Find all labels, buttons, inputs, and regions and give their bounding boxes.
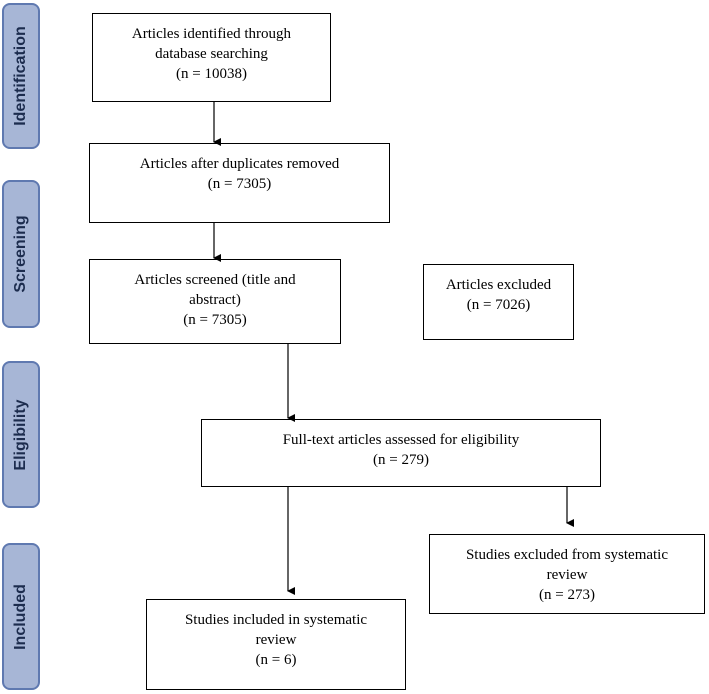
- excluded-line1: Articles excluded: [445, 277, 552, 293]
- excluded-review-count: (n = 273): [539, 587, 595, 603]
- identified-box: Articles identified through database sea…: [92, 13, 331, 102]
- full-text-line1: Full-text articles assessed for eligibil…: [282, 432, 520, 448]
- full-text-box: Full-text articles assessed for eligibil…: [201, 419, 601, 487]
- excluded-review-box: Studies excluded from systematic review …: [429, 534, 705, 614]
- stage-eligibility-tab: Eligibility: [2, 361, 40, 508]
- identified-line1: Articles identified through: [131, 26, 292, 42]
- identified-count: (n = 10038): [176, 66, 247, 82]
- full-text-count: (n = 279): [373, 452, 429, 468]
- excluded-count: (n = 7026): [466, 297, 531, 313]
- included-box: Studies included in systematic review (n…: [146, 599, 406, 690]
- stage-included-tab: Included: [2, 543, 40, 690]
- included-line1: Studies included in systematic: [184, 612, 368, 628]
- duplicates-removed-line1: Articles after duplicates removed: [139, 156, 340, 172]
- excluded-review-line1: Studies excluded from systematic: [465, 547, 669, 563]
- duplicates-removed-box: Articles after duplicates removed (n = 7…: [89, 143, 390, 223]
- stage-identification-tab: Identification: [2, 3, 40, 149]
- screened-line1: Articles screened (title and: [134, 272, 296, 288]
- excluded-box: Articles excluded (n = 7026): [423, 264, 574, 340]
- included-line2: review: [255, 632, 297, 648]
- screened-box: Articles screened (title and abstract) (…: [89, 259, 341, 344]
- screened-count: (n = 7305): [183, 312, 247, 328]
- stage-screening-tab: Screening: [2, 180, 40, 328]
- excluded-review-line2: review: [546, 567, 588, 583]
- included-count: (n = 6): [255, 652, 297, 668]
- duplicates-removed-count: (n = 7305): [207, 176, 272, 192]
- identified-line2: database searching: [155, 46, 268, 62]
- screened-line2: abstract): [189, 292, 241, 308]
